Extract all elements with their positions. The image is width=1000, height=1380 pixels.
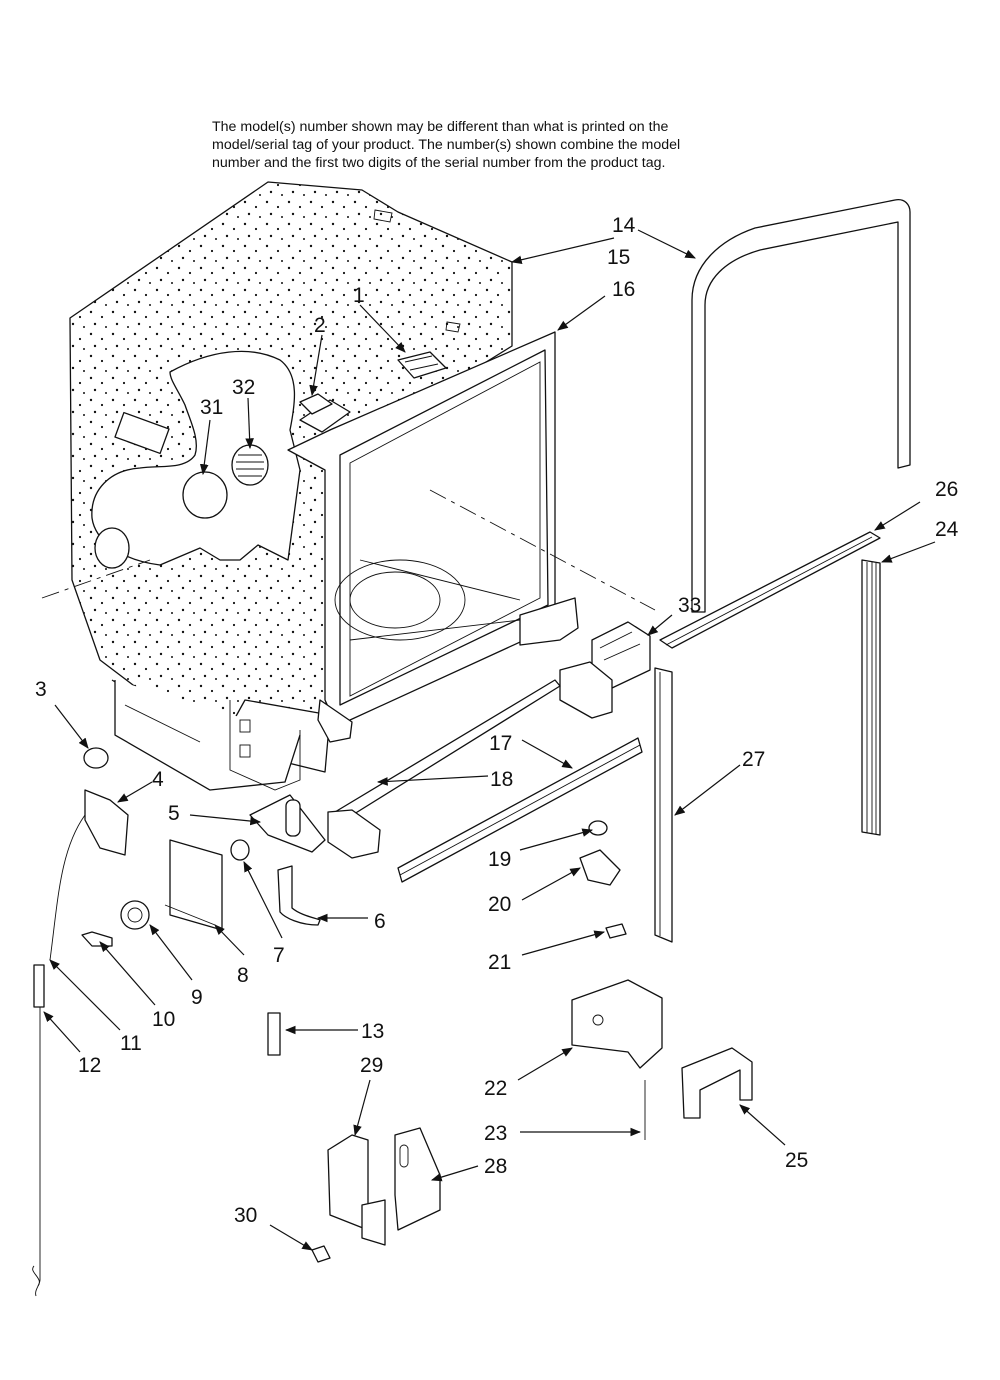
callout-19: 19 <box>488 848 511 871</box>
part-30-screw <box>311 1245 331 1263</box>
callout-labels: 14 15 16 1 2 32 31 26 24 33 3 27 17 18 4… <box>35 214 959 1227</box>
part-4-plate <box>84 789 129 856</box>
callout-7: 7 <box>273 944 285 967</box>
part-29-plate <box>327 1134 369 1231</box>
vent-32 <box>231 444 269 486</box>
part-3-plug <box>83 747 109 769</box>
callout-25: 25 <box>785 1149 808 1172</box>
callout-22: 22 <box>484 1077 507 1100</box>
callout-9: 9 <box>191 986 203 1009</box>
fill-hole-31 <box>182 471 228 519</box>
part-20 <box>579 849 621 886</box>
callout-30: 30 <box>234 1204 257 1227</box>
part-9-knob <box>120 900 150 930</box>
callout-24: 24 <box>935 518 959 541</box>
callout-4: 4 <box>152 768 164 791</box>
side-strip-27 <box>654 667 673 943</box>
callout-21: 21 <box>488 951 511 974</box>
callout-14: 14 <box>612 214 636 237</box>
callout-13: 13 <box>361 1020 384 1043</box>
callout-5: 5 <box>168 802 180 825</box>
callout-15: 15 <box>607 246 630 269</box>
part-28-bracket <box>394 1127 441 1231</box>
callout-6: 6 <box>374 910 386 933</box>
note-line-3: number and the first two digits of the s… <box>212 155 666 171</box>
callout-20: 20 <box>488 893 511 916</box>
door-gasket-15 <box>691 199 911 613</box>
leader-lines <box>43 229 936 1251</box>
part-21-screw <box>605 923 627 939</box>
part-19 <box>588 820 608 836</box>
side-seal-24 <box>861 559 881 836</box>
callout-3: 3 <box>35 678 47 701</box>
model-number-note: The model(s) number shown may be differe… <box>212 118 812 172</box>
part-10-screw <box>81 931 113 947</box>
part-7-nut <box>230 839 250 861</box>
callout-29: 29 <box>360 1054 383 1077</box>
callout-32: 32 <box>232 376 255 399</box>
callout-12: 12 <box>78 1054 101 1077</box>
callout-28: 28 <box>484 1155 507 1178</box>
note-line-2: model/serial tag of your product. The nu… <box>212 137 681 153</box>
callout-18: 18 <box>490 768 513 791</box>
callout-1: 1 <box>353 284 365 307</box>
part-25-channel <box>681 1047 753 1119</box>
tub-front-frame <box>111 331 579 791</box>
part-22-bracket <box>571 979 663 1069</box>
part-12-wire <box>35 975 41 1297</box>
callout-33: 33 <box>678 594 701 617</box>
callout-17: 17 <box>489 732 512 755</box>
part-13-strip <box>267 1012 281 1056</box>
callout-23: 23 <box>484 1122 507 1145</box>
part-12-connector <box>33 964 45 1008</box>
callout-8: 8 <box>237 964 249 987</box>
tub-assembly <box>69 181 513 771</box>
callout-11: 11 <box>120 1032 142 1055</box>
callout-10: 10 <box>152 1008 175 1031</box>
part-6-clip <box>277 865 321 926</box>
note-line-1: The model(s) number shown may be differe… <box>212 119 669 135</box>
callout-26: 26 <box>935 478 958 501</box>
vent-grille <box>236 454 264 477</box>
part-11-cable <box>49 814 86 961</box>
part-1-bracket <box>397 351 447 379</box>
part-8-plate <box>169 839 223 931</box>
callout-31: 31 <box>200 396 223 419</box>
part-2-clip <box>299 393 333 415</box>
callout-16: 16 <box>612 278 635 301</box>
callout-27: 27 <box>742 748 765 771</box>
callout-2: 2 <box>314 314 326 337</box>
